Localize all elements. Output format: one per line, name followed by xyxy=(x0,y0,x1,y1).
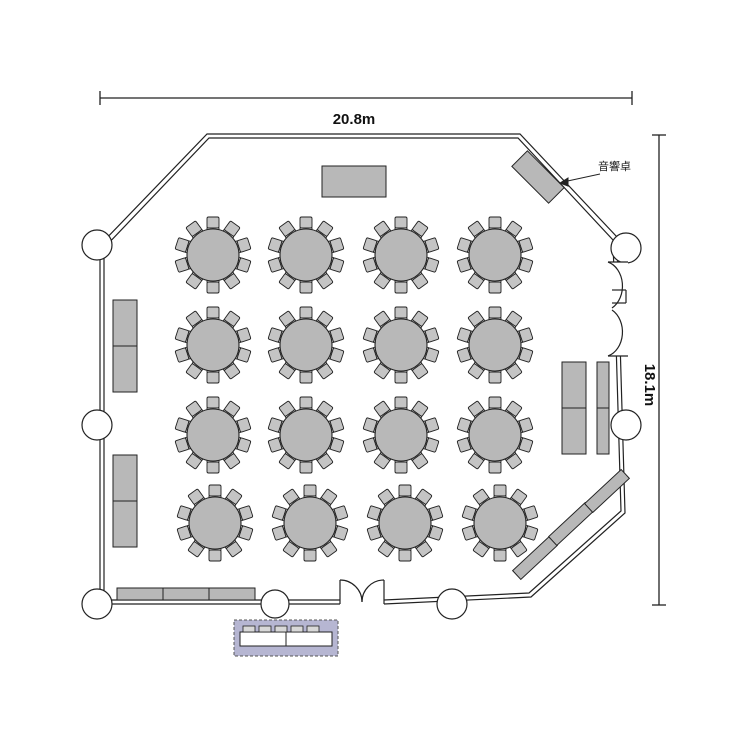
round-table xyxy=(473,496,527,550)
round-table-setting xyxy=(456,306,534,384)
round-table-setting xyxy=(362,216,440,294)
side-table xyxy=(112,500,138,548)
round-table-setting xyxy=(362,306,440,384)
round-table xyxy=(468,408,522,462)
round-table-setting xyxy=(366,484,444,562)
round-table xyxy=(186,318,240,372)
side-table xyxy=(162,587,210,601)
round-table-setting xyxy=(456,216,534,294)
side-table xyxy=(561,361,587,409)
chair xyxy=(306,625,320,633)
round-table xyxy=(283,496,337,550)
round-table-setting xyxy=(267,396,345,474)
left-buffet-tables xyxy=(112,299,138,548)
side-table xyxy=(583,468,631,514)
bottom-door[interactable] xyxy=(339,579,385,604)
column xyxy=(610,409,642,441)
bottom-buffet-tables xyxy=(116,587,256,601)
right-buffet-tables xyxy=(561,361,610,455)
column xyxy=(436,588,468,620)
side-table xyxy=(561,407,587,455)
round-table xyxy=(374,228,428,282)
column xyxy=(610,232,642,264)
room-walls xyxy=(99,133,626,605)
highlighted-seating-area xyxy=(233,619,339,657)
column xyxy=(260,589,290,619)
round-table-setting xyxy=(174,396,252,474)
round-table xyxy=(188,496,242,550)
sound-desk-label: 音響卓 xyxy=(598,159,631,173)
chair xyxy=(274,625,288,633)
round-table-setting xyxy=(174,216,252,294)
round-table-setting xyxy=(271,484,349,562)
round-table xyxy=(378,496,432,550)
columns xyxy=(81,229,642,620)
sound-desk-arrow xyxy=(558,173,601,187)
side-table xyxy=(596,407,610,455)
round-table xyxy=(186,228,240,282)
round-table-setting xyxy=(267,306,345,384)
round-table xyxy=(279,228,333,282)
side-table xyxy=(596,361,610,409)
round-table xyxy=(279,408,333,462)
side-table xyxy=(112,345,138,393)
chair xyxy=(242,625,256,633)
round-table xyxy=(374,318,428,372)
chair xyxy=(290,625,304,633)
sound-desk xyxy=(511,150,565,204)
round-tables xyxy=(174,216,539,562)
diagonal-tables xyxy=(511,468,631,581)
height-dimension xyxy=(652,134,666,606)
round-table xyxy=(186,408,240,462)
round-table-setting xyxy=(461,484,539,562)
side-table xyxy=(112,454,138,502)
side-table xyxy=(116,587,164,601)
right-door[interactable] xyxy=(606,261,628,357)
chair xyxy=(258,625,272,633)
round-table-setting xyxy=(176,484,254,562)
height-label: 18.1m xyxy=(641,364,658,407)
round-table-setting xyxy=(362,396,440,474)
width-label: 20.8m xyxy=(333,111,376,128)
round-table xyxy=(374,408,428,462)
column xyxy=(81,588,113,620)
round-table-setting xyxy=(456,396,534,474)
round-table xyxy=(279,318,333,372)
column xyxy=(81,409,113,441)
width-dimension xyxy=(99,91,633,105)
column xyxy=(81,229,113,261)
side-table xyxy=(547,501,595,547)
side-table xyxy=(208,587,256,601)
round-table xyxy=(468,228,522,282)
round-table-setting xyxy=(267,216,345,294)
side-table xyxy=(112,299,138,347)
stage-table xyxy=(321,165,387,198)
round-table xyxy=(468,318,522,372)
round-table-setting xyxy=(174,306,252,384)
